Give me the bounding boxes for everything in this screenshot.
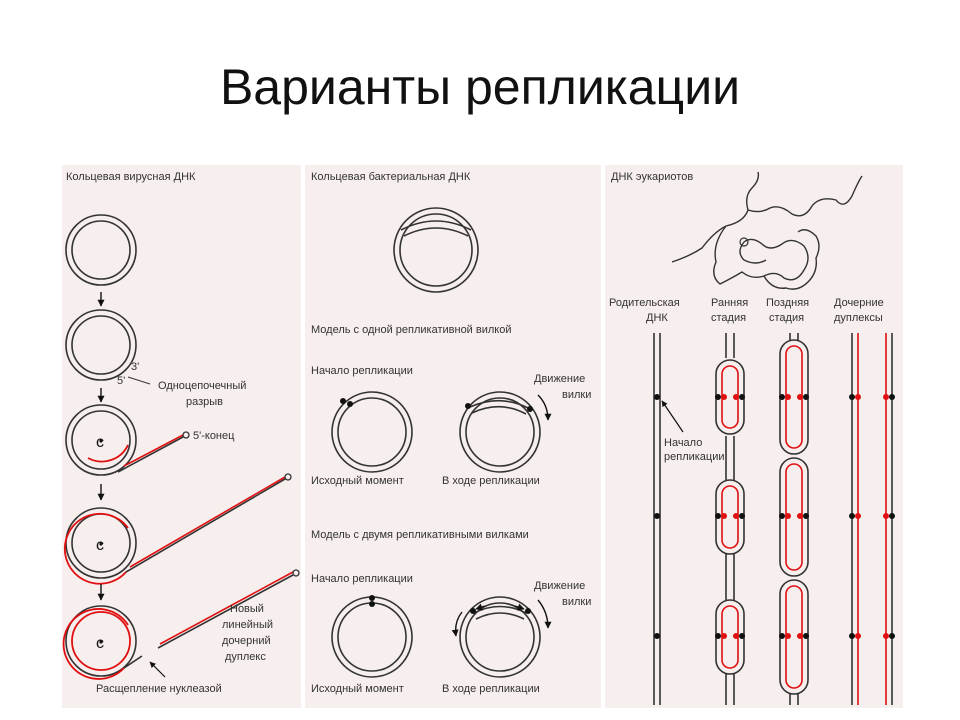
viral-nuclease-pointer — [149, 661, 166, 678]
eukaryotic-col-late-1: Поздняя — [766, 297, 809, 309]
viral-nuclease-label: Расщепление нуклеазой — [96, 683, 222, 695]
eukaryotic-chromatin-squiggle — [671, 171, 863, 290]
bacterial-initial-1: Исходный момент — [311, 475, 404, 487]
bacterial-fork-move-2b: вилки — [562, 596, 591, 608]
eukaryotic-col-daughter-1: Дочерние — [834, 297, 884, 309]
eukaryotic-col-late-2: стадия — [769, 312, 804, 324]
viral-nick-label-1: Одноцепочечный — [158, 380, 246, 392]
svg-text:с: с — [96, 635, 104, 652]
viral-circle-2 — [65, 309, 137, 381]
bacterial-two-fork-initial — [331, 595, 413, 678]
viral-new-duplex-2: линейный — [222, 619, 273, 631]
svg-text:с: с — [96, 434, 104, 451]
viral-circle-5: с — [62, 569, 300, 680]
bacterial-start-2: Начало репликации — [311, 573, 413, 585]
viral-new-duplex-4: дуплекс — [225, 651, 266, 663]
viral-circle-3: с — [65, 404, 190, 476]
bacterial-theta-circle — [393, 207, 479, 293]
svg-text:с: с — [96, 537, 104, 554]
panel-viral: Кольцевая вирусная ДНК 3' 5' Одноцепочеч… — [62, 171, 300, 695]
eukaryotic-col-parent-2: ДНК — [646, 312, 668, 324]
eukaryotic-header: ДНК эукариотов — [611, 171, 693, 183]
bacterial-during-2: В ходе репликации — [442, 683, 540, 695]
panel-bacterial: Кольцевая бактериальная ДНК Модель с одн… — [311, 171, 591, 695]
eukaryotic-col-parent-1: Родительская — [609, 297, 680, 309]
panel-eukaryotic: ДНК эукариотов Родительская ДНК Ранняя с… — [609, 171, 895, 705]
bacterial-during-1: В ходе репликации — [442, 475, 540, 487]
viral-nick-pointer — [127, 376, 151, 385]
bacterial-header: Кольцевая бактериальная ДНК — [311, 171, 471, 183]
bacterial-one-fork-initial — [331, 391, 413, 473]
eukaryotic-late-stage — [779, 333, 809, 705]
eukaryotic-col-daughter-2: дуплексы — [834, 312, 883, 324]
viral-5prime-label: 5' — [117, 375, 125, 387]
viral-header: Кольцевая вирусная ДНК — [66, 171, 196, 183]
viral-5end-label: 5'-конец — [193, 430, 235, 442]
viral-3prime-label: 3' — [131, 361, 139, 373]
panel-bacterial-background — [305, 165, 601, 708]
viral-nick-label-2: разрыв — [186, 396, 223, 408]
viral-circle-4: с — [63, 473, 292, 585]
bacterial-start-1: Начало репликации — [311, 365, 413, 377]
bacterial-fork-move-1b: вилки — [562, 389, 591, 401]
bacterial-two-fork-during — [451, 596, 552, 678]
eukaryotic-chromatin-knot — [739, 237, 749, 247]
eukaryotic-col-early-2: стадия — [711, 312, 746, 324]
eukaryotic-origin-2: репликации — [664, 451, 725, 463]
eukaryotic-col-early-1: Ранняя — [711, 297, 748, 309]
bacterial-fork-move-1a: Движение — [534, 373, 585, 385]
eukaryotic-parent-dna — [653, 333, 684, 705]
viral-new-duplex-1: Новый — [230, 603, 264, 615]
viral-new-duplex-3: дочерний — [222, 635, 271, 647]
eukaryotic-origin-1: Начало — [664, 437, 702, 449]
eukaryotic-early-stage — [715, 333, 745, 705]
bacterial-one-fork-during — [459, 391, 552, 473]
bacterial-fork-move-2a: Движение — [534, 580, 585, 592]
viral-circle-1 — [65, 214, 137, 286]
bacterial-initial-2: Исходный момент — [311, 683, 404, 695]
slide-title: Варианты репликации — [219, 59, 741, 115]
eukaryotic-daughter-duplexes — [849, 333, 895, 705]
bacterial-model-two-forks: Модель с двумя репликативными вилками — [311, 529, 529, 541]
bacterial-model-one-fork: Модель с одной репликативной вилкой — [311, 324, 512, 336]
